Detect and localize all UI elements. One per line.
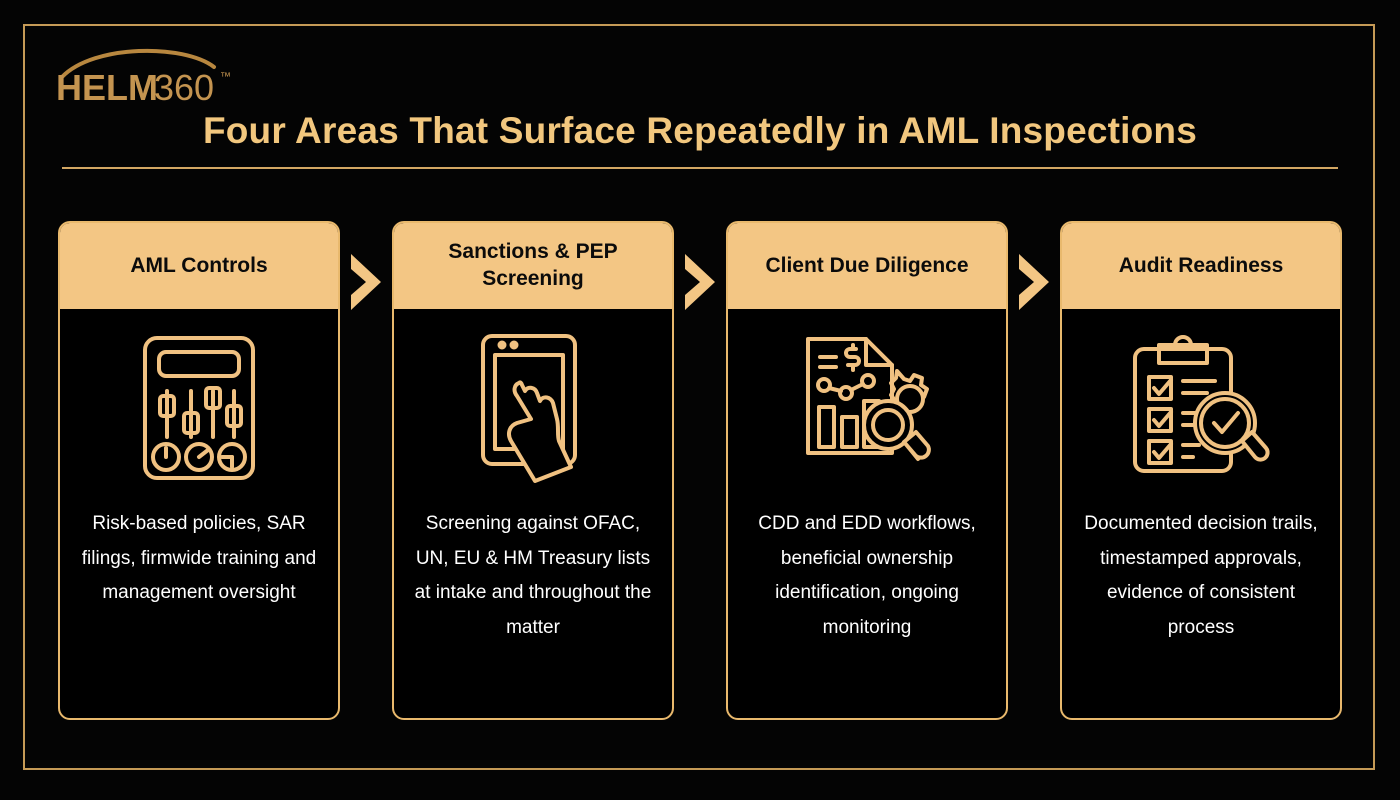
financial-report-magnifier-gear-icon (728, 309, 1006, 507)
separator-chevron-2 (674, 221, 726, 720)
card-title: AML Controls (60, 223, 338, 309)
logo-trademark: ™ (220, 71, 231, 83)
card-title: Audit Readiness (1062, 223, 1340, 309)
separator-chevron-1 (340, 221, 392, 720)
card-body-text: Documented decision trails, timestamped … (1084, 513, 1318, 638)
decorative-border-frame (23, 24, 1375, 770)
logo-text-bold: HELM (56, 67, 158, 102)
logo-text-light: 360 (154, 67, 214, 102)
page-title: Four Areas That Surface Repeatedly in AM… (202, 110, 1198, 151)
tablet-touch-hand-icon (394, 309, 672, 507)
card-body-text: CDD and EDD workflows, beneficial owners… (758, 513, 976, 638)
chevron-right-icon (685, 254, 715, 310)
title-divider (62, 166, 1338, 169)
title-block: Four Areas That Surface Repeatedly in AM… (62, 110, 1338, 169)
card-client-due-diligence[interactable]: Client Due Diligence (726, 221, 1008, 720)
sliders-control-panel-icon (60, 309, 338, 507)
card-sanctions-pep-screening[interactable]: Sanctions & PEP Screening Screening agai… (392, 221, 674, 720)
separator-chevron-3 (1008, 221, 1060, 720)
card-body-text: Risk-based policies, SAR filings, firmwi… (81, 513, 317, 604)
card-title: Client Due Diligence (728, 223, 1006, 309)
chevron-right-icon (351, 254, 381, 310)
card-body-text: Screening against OFAC, UN, EU & HM Trea… (414, 513, 652, 638)
card-aml-controls[interactable]: AML Controls (58, 221, 340, 720)
arc-swoosh-icon: HELM 360 ™ (56, 48, 231, 102)
helm360-logo: HELM 360 ™ (54, 40, 284, 102)
cards-row: AML Controls (58, 221, 1342, 720)
clipboard-checklist-magnifier-icon (1062, 309, 1340, 507)
card-title: Sanctions & PEP Screening (394, 223, 672, 309)
chevron-right-icon (1019, 254, 1049, 310)
card-audit-readiness[interactable]: Audit Readiness (1060, 221, 1342, 720)
